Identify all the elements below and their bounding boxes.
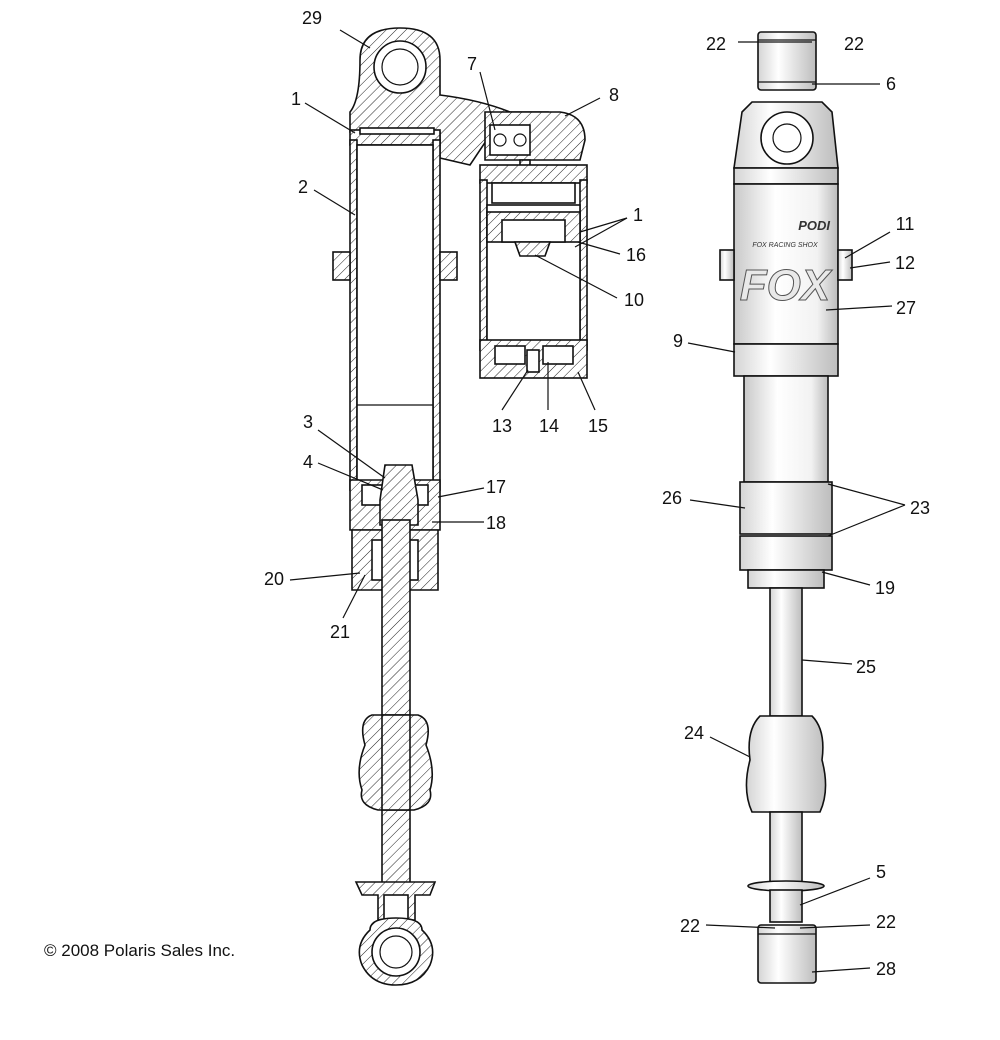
callout-3: 3 (303, 412, 313, 432)
callout-23: 23 (910, 498, 930, 518)
reservoir-cutaway (479, 164, 588, 379)
body-top-badge: PODI (798, 218, 830, 233)
callout-9: 9 (673, 331, 683, 351)
callout-11: 11 (896, 214, 915, 234)
leader-lines (289, 29, 906, 973)
callout-20: 20 (264, 569, 284, 589)
callout-22-top-right: 22 (844, 34, 864, 54)
callout-14: 14 (539, 416, 559, 436)
callout-24: 24 (684, 723, 704, 743)
callout-22-top-left: 22 (706, 34, 726, 54)
callout-15: 15 (588, 416, 608, 436)
callout-13: 13 (492, 416, 512, 436)
callout-labels: 29 1 2 7 8 1 16 10 13 14 15 3 4 17 18 20… (264, 8, 930, 979)
callout-19: 19 (875, 578, 895, 598)
callout-22-bottom-left: 22 (680, 916, 700, 936)
callout-21: 21 (330, 622, 350, 642)
callout-27: 27 (896, 298, 916, 318)
callout-1: 1 (291, 89, 301, 109)
callout-26: 26 (662, 488, 682, 508)
callout-12: 12 (895, 253, 915, 273)
body-racing-text: FOX RACING SHOX (752, 242, 818, 249)
callout-25: 25 (856, 657, 876, 677)
callout-4: 4 (303, 452, 313, 472)
callout-8: 8 (609, 85, 619, 105)
callout-28: 28 (876, 959, 896, 979)
callout-29: 29 (302, 8, 322, 28)
callout-6: 6 (886, 74, 896, 94)
copyright-notice: © 2008 Polaris Sales Inc. (44, 941, 235, 960)
callout-1-reservoir: 1 (633, 205, 643, 225)
callout-5: 5 (876, 862, 886, 882)
callout-18: 18 (486, 513, 506, 533)
callout-2: 2 (298, 177, 308, 197)
fox-logo: FOX (740, 261, 833, 310)
left-shock-cutaway (332, 27, 586, 986)
callout-17: 17 (486, 477, 506, 497)
callout-22-bottom-right: 22 (876, 912, 896, 932)
callout-10: 10 (624, 290, 644, 310)
callout-16: 16 (626, 245, 646, 265)
callout-7: 7 (467, 54, 477, 74)
right-shock-exterior: PODI FOX RACING SHOX FOX (719, 31, 853, 984)
